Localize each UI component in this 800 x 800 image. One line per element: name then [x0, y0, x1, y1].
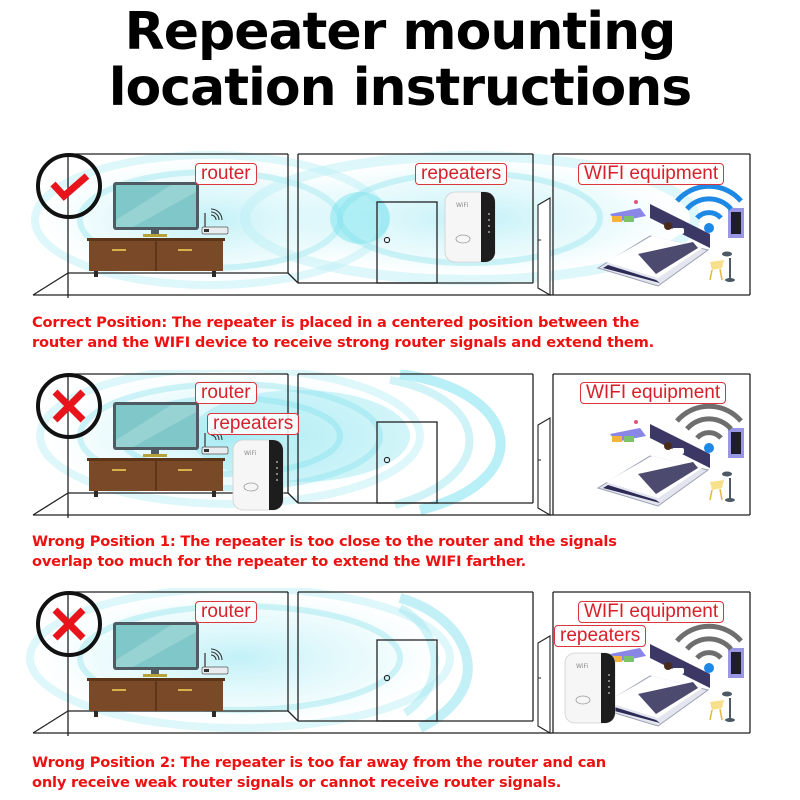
repeaters-label: repeaters: [554, 625, 647, 647]
wifi-icon: [675, 183, 743, 233]
router-label: router: [195, 163, 257, 185]
scene-wrong-position-1: router repeaters WIFI equipment: [0, 370, 800, 520]
bedroom-wifi-device: [597, 419, 745, 507]
title-line-1: Repeater mounting: [124, 2, 677, 62]
repeater-device: [564, 652, 616, 724]
caption-line-2: only receive weak router signals or cann…: [32, 774, 562, 791]
wifi-icon-gray: [675, 403, 743, 453]
caption-line-2: router and the WIFI device to receive st…: [32, 334, 654, 351]
repeaters-label: repeaters: [415, 163, 508, 185]
room-illustration: [31, 151, 751, 299]
caption-line-1: Correct Position: The repeater is placed…: [32, 314, 640, 331]
repeater-device: [444, 191, 496, 263]
caption-line-1: Wrong Position 2: The repeater is too fa…: [32, 754, 606, 771]
wifi-equipment-label: WIFI equipment: [580, 382, 727, 404]
caption-line-2: overlap too much for the repeater to ext…: [32, 553, 526, 570]
wifi-icon-gray: [675, 623, 743, 673]
caption-line-1: Wrong Position 1: The repeater is too cl…: [32, 533, 617, 550]
caption-correct-position: Correct Position: The repeater is placed…: [32, 313, 792, 353]
room-illustration: [26, 588, 751, 737]
caption-wrong-position-1: Wrong Position 1: The repeater is too cl…: [32, 532, 792, 572]
scene-wrong-position-2: router WIFI equipment repeaters: [0, 588, 800, 738]
page-title: Repeater mounting location instructions: [0, 4, 800, 116]
title-line-2: location instructions: [108, 58, 693, 118]
router-label: router: [195, 601, 257, 623]
bedroom-wifi-device: [597, 639, 745, 727]
wifi-equipment-label: WIFI equipment: [578, 163, 725, 185]
repeater-device: [232, 439, 284, 511]
router-label: router: [195, 382, 257, 404]
wifi-equipment-label: WIFI equipment: [578, 601, 725, 623]
caption-wrong-position-2: Wrong Position 2: The repeater is too fa…: [32, 753, 792, 793]
repeaters-label: repeaters: [207, 413, 300, 435]
scene-correct-position: router repeaters WIFI equipment: [0, 150, 800, 300]
